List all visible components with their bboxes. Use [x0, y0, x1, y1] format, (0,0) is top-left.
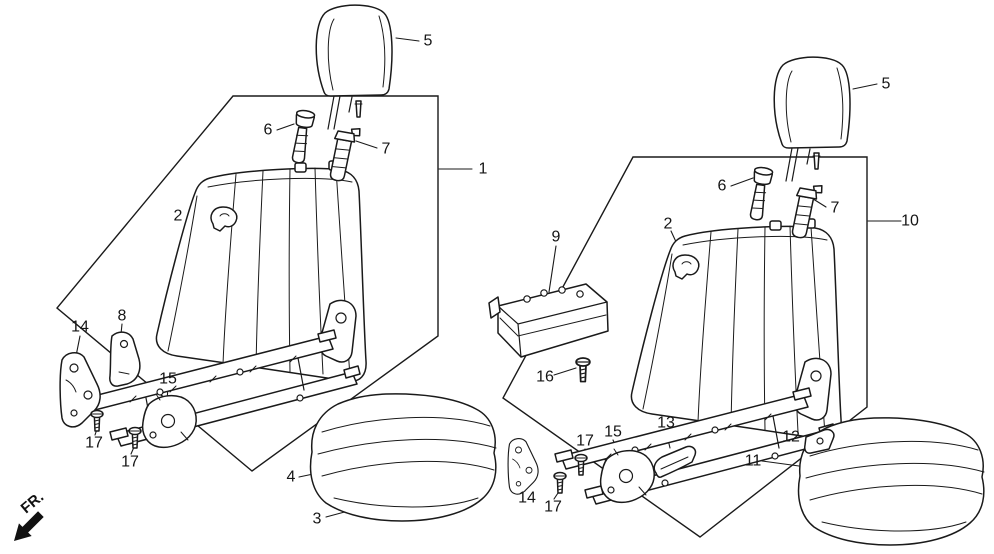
right-seat-assembly-box — [502, 156, 868, 538]
left-headrest-guide-b-drawing — [326, 123, 362, 184]
right-plate-15-drawing — [599, 448, 655, 504]
callout-6-left: 6 — [264, 122, 273, 139]
callout-16: 16 — [536, 369, 554, 386]
left-screw-17-a-drawing — [90, 409, 104, 432]
callout-11: 11 — [745, 453, 762, 470]
left-plate-15-drawing — [141, 393, 197, 449]
callout-3: 3 — [313, 511, 322, 528]
leader-11 — [761, 460, 800, 467]
left-bracket-8-drawing — [109, 331, 141, 387]
leader-6-left — [276, 123, 295, 131]
callout-14-left: 14 — [71, 319, 89, 336]
leader-9 — [548, 245, 557, 293]
right-screw-17-b-drawing — [553, 471, 567, 494]
callout-12: 12 — [782, 429, 800, 446]
leader-5-right — [852, 83, 878, 90]
callout-1: 1 — [479, 161, 488, 178]
callout-15-left: 15 — [159, 371, 177, 388]
callout-5-right: 5 — [882, 76, 891, 93]
callout-14-right: 14 — [518, 490, 536, 507]
callout-17-left-b: 17 — [121, 454, 139, 471]
left-seat-cushion-drawing — [309, 393, 497, 522]
right-headrest-guide-a-drawing — [747, 165, 774, 222]
right-seat-group — [507, 56, 985, 546]
seat-riser-box-9-drawing — [488, 283, 609, 358]
callout-17-right-b: 17 — [544, 499, 562, 516]
callout-17-left-a: 17 — [85, 435, 103, 452]
callout-9: 9 — [552, 229, 561, 246]
left-headrest-drawing — [315, 4, 393, 130]
callout-5-left: 5 — [424, 33, 433, 50]
fr-arrow-icon — [14, 511, 44, 541]
callout-2-left: 2 — [174, 208, 183, 225]
callout-7-left: 7 — [382, 141, 391, 158]
bracket-12-drawing — [804, 428, 835, 454]
callout-labels: 5 6 7 1 2 8 14 15 17 17 4 3 9 16 5 6 7 1… — [71, 33, 919, 528]
callout-10: 10 — [901, 213, 919, 230]
left-seat-group — [59, 4, 497, 522]
callout-4: 4 — [287, 469, 296, 486]
callout-6-right: 6 — [718, 178, 727, 195]
leader-6-right — [730, 177, 754, 187]
callout-8: 8 — [118, 308, 127, 325]
right-plate-14-drawing — [507, 437, 539, 495]
fr-label: FR. — [18, 489, 47, 518]
left-headrest-guide-a-drawing — [289, 108, 316, 165]
leader-16 — [553, 367, 577, 376]
bolt-16-drawing — [575, 357, 591, 383]
callout-17-right-a: 17 — [576, 433, 594, 450]
leader-7-left — [355, 140, 378, 149]
callout-7-right: 7 — [831, 200, 840, 217]
fr-direction-marker: FR. — [14, 489, 47, 541]
leader-17-right-b — [553, 492, 559, 500]
callout-15-right: 15 — [604, 424, 622, 441]
center-parts-group — [488, 283, 609, 383]
callout-13: 13 — [657, 415, 675, 432]
right-headrest-drawing — [773, 56, 851, 182]
callout-2-right: 2 — [664, 216, 673, 233]
slide-knob-13-drawing — [653, 445, 697, 478]
leader-5-left — [395, 37, 420, 42]
